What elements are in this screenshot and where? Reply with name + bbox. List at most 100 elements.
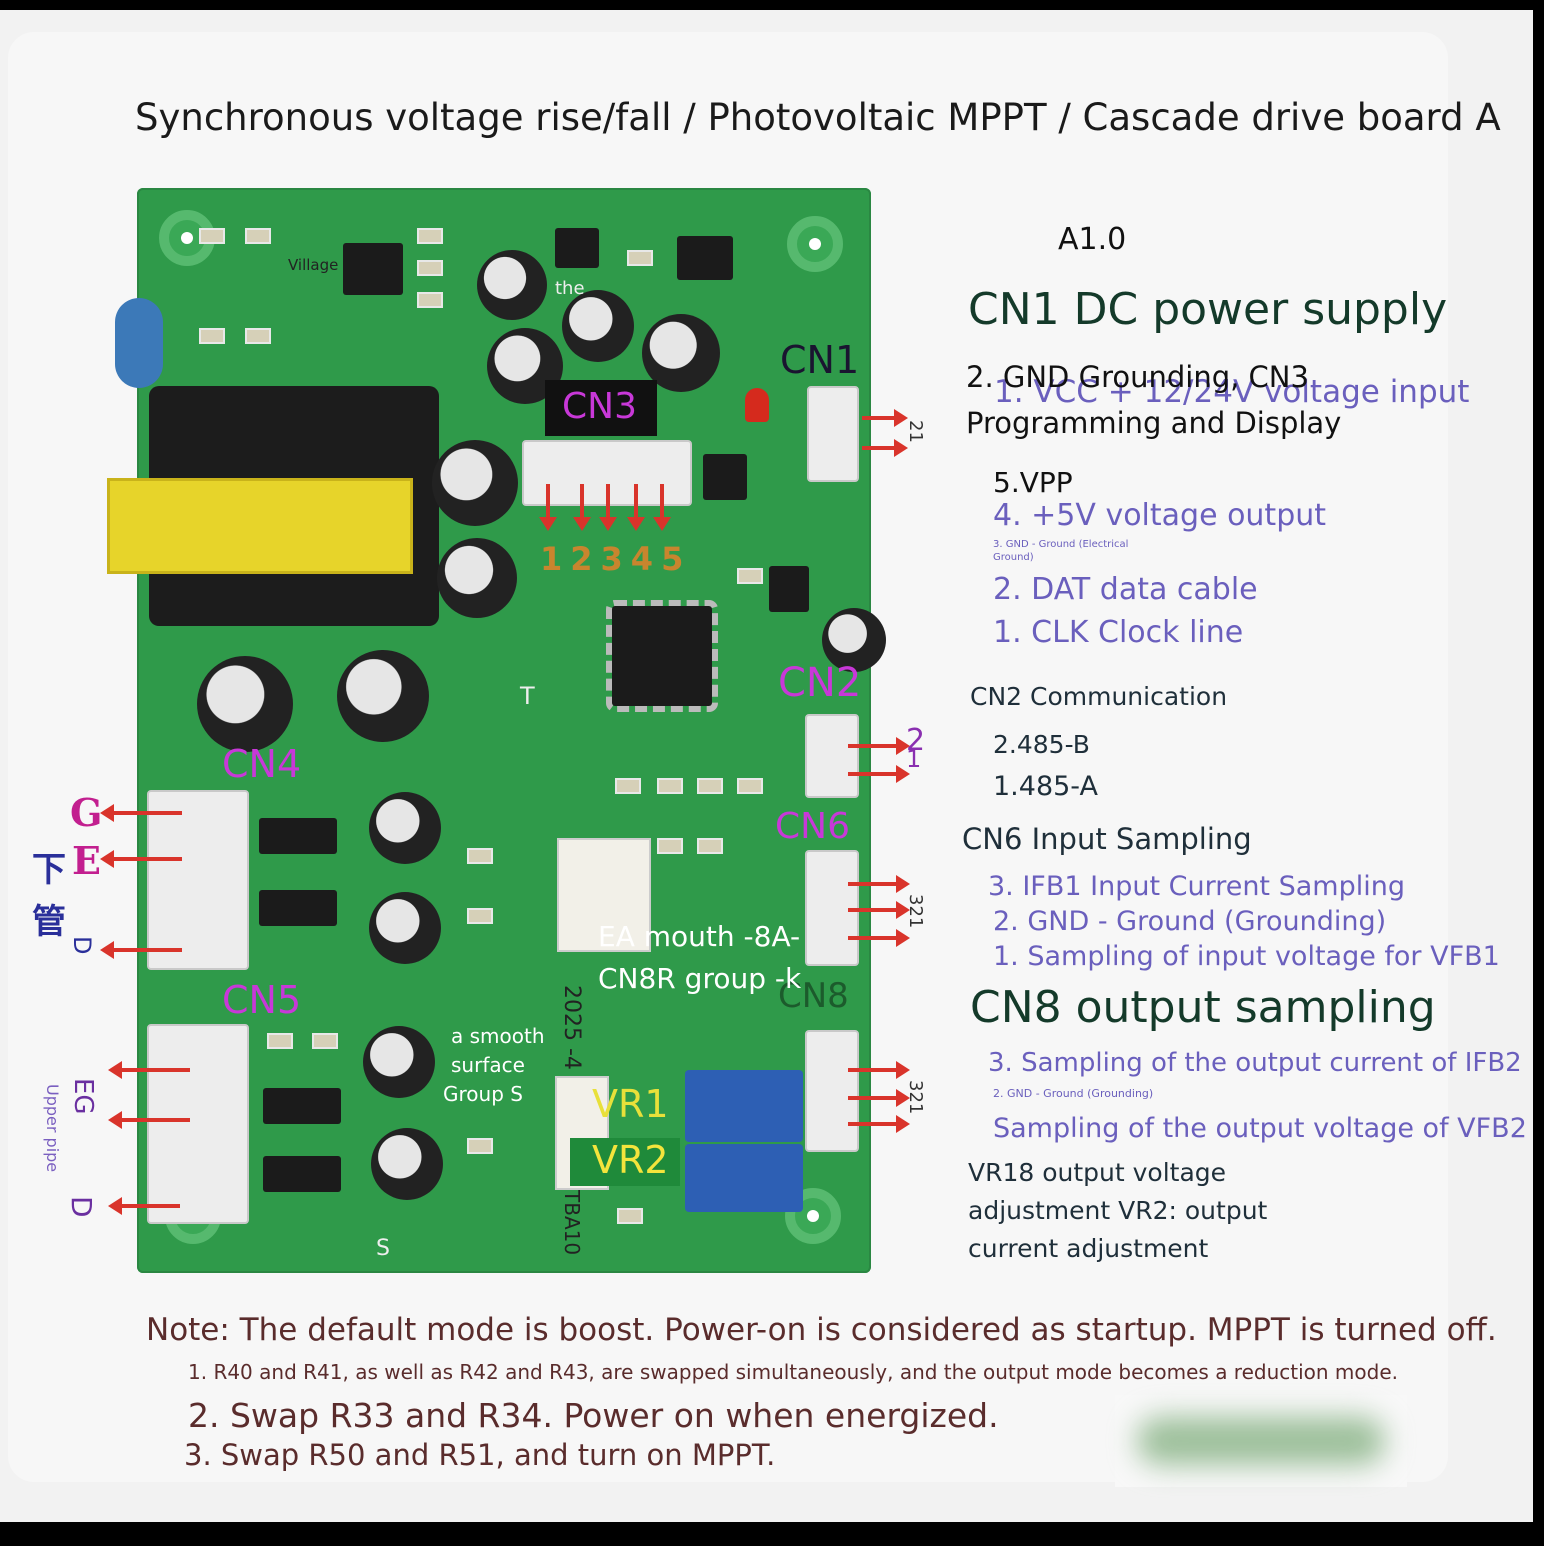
resistor bbox=[245, 328, 271, 344]
cn3-label-bg bbox=[545, 380, 657, 436]
transformer-core bbox=[107, 478, 413, 574]
arrow-icon bbox=[599, 484, 617, 531]
arrow-icon bbox=[848, 1115, 910, 1133]
cn2-pin2: 2.485-B bbox=[993, 730, 1090, 759]
resistor bbox=[467, 908, 493, 924]
arrow-icon bbox=[100, 804, 182, 822]
mosfet bbox=[263, 1156, 341, 1192]
resistor bbox=[657, 838, 683, 854]
arrow-icon bbox=[627, 484, 645, 531]
cn6-pin3: 3. IFB1 Input Current Sampling bbox=[988, 871, 1405, 902]
vr2-label-bg bbox=[570, 1138, 680, 1186]
cn3-pin-numbers: 12345 bbox=[540, 540, 692, 578]
resistor bbox=[737, 778, 763, 794]
capacitor bbox=[371, 1128, 443, 1200]
arrow-icon bbox=[108, 1061, 190, 1079]
resistor bbox=[657, 778, 683, 794]
resistor bbox=[312, 1033, 338, 1049]
arrow-icon bbox=[848, 1089, 910, 1107]
cn1-pin-numbers: 21 bbox=[905, 420, 926, 443]
vr-line2: adjustment VR2: output bbox=[968, 1196, 1268, 1225]
board-text-the: the bbox=[555, 278, 585, 299]
potentiometer-vr1 bbox=[685, 1070, 803, 1142]
note-1: 1. R40 and R41, as well as R42 and R43, … bbox=[188, 1360, 1398, 1384]
board-text-smooth2: surface bbox=[451, 1053, 525, 1077]
cn3-heading: Programming and Display bbox=[966, 406, 1342, 440]
y-capacitor bbox=[115, 298, 163, 388]
arrow-icon bbox=[653, 484, 671, 531]
cn8-pin3: 3. Sampling of the output current of IFB… bbox=[988, 1048, 1522, 1078]
resistor bbox=[467, 848, 493, 864]
board-text-smooth3: Group S bbox=[443, 1082, 523, 1106]
board-text-village: Village bbox=[288, 256, 339, 274]
capacitor bbox=[369, 792, 441, 864]
led-indicator bbox=[745, 388, 769, 422]
capacitor bbox=[822, 608, 886, 672]
cn8-heading: CN8 output sampling bbox=[970, 982, 1436, 1033]
connector-cn1 bbox=[807, 386, 859, 482]
capacitor bbox=[369, 892, 441, 964]
pin-label-d-upper: D bbox=[65, 1196, 98, 1218]
resistor bbox=[417, 228, 443, 244]
mount-hole-icon bbox=[787, 216, 843, 272]
capacitor bbox=[437, 538, 517, 618]
vr1-label: VR1 bbox=[592, 1082, 669, 1126]
cn2-heading: CN2 Communication bbox=[970, 682, 1228, 711]
cn4-label: CN4 bbox=[222, 742, 302, 786]
cn1-gnd-line: 2. GND Grounding, CN3 bbox=[966, 360, 1309, 394]
capacitor bbox=[477, 250, 547, 320]
panel: Synchronous voltage rise/fall / Photovol… bbox=[0, 10, 1533, 1522]
board-text-smooth1: a smooth bbox=[451, 1024, 545, 1048]
arrow-icon bbox=[100, 850, 182, 868]
cn3-pin5: 5.VPP bbox=[993, 466, 1073, 499]
capacitor bbox=[562, 290, 634, 362]
cn6-pin1: 1. Sampling of input voltage for VFB1 bbox=[993, 941, 1500, 972]
mosfet bbox=[263, 1088, 341, 1124]
resistor bbox=[245, 228, 271, 244]
cn3-pin4: 4. +5V voltage output bbox=[993, 498, 1327, 533]
arrow-icon bbox=[862, 409, 908, 427]
vr-line3: current adjustment bbox=[968, 1234, 1209, 1263]
resistor bbox=[467, 1138, 493, 1154]
pin-label-e: E bbox=[72, 838, 101, 883]
pin-label-d-lower: D bbox=[68, 936, 96, 955]
note-main: Note: The default mode is boost. Power-o… bbox=[146, 1312, 1497, 1348]
resistor bbox=[417, 292, 443, 308]
cn3-pin2: 2. DAT data cable bbox=[993, 572, 1258, 607]
board-text-cn8r: CN8R group -k bbox=[598, 962, 802, 995]
cn1-label: CN1 bbox=[780, 338, 860, 382]
cn1-vcc-line: 1. VCC + 12/24V voltage input bbox=[994, 374, 1470, 410]
capacitor bbox=[642, 314, 720, 392]
upper-pipe-label: Upper pipe bbox=[43, 1084, 62, 1173]
arrow-icon bbox=[848, 737, 910, 755]
resistor bbox=[697, 838, 723, 854]
blurred-logo bbox=[1115, 1395, 1407, 1487]
vr2-label: VR2 bbox=[592, 1138, 669, 1182]
cn8-pin2: 2. GND - Ground (Grounding) bbox=[993, 1087, 1154, 1100]
cn2-pin1: 1.485-A bbox=[993, 771, 1098, 802]
potentiometer-vr2 bbox=[685, 1144, 803, 1212]
mosfet bbox=[259, 818, 337, 854]
capacitor bbox=[432, 440, 518, 526]
board-text-t: T bbox=[520, 682, 535, 710]
connector-cn2 bbox=[805, 714, 859, 798]
pin-label-xia: 下 bbox=[32, 850, 66, 890]
arrow-icon bbox=[848, 929, 910, 947]
arrow-icon bbox=[108, 1197, 180, 1215]
arrow-icon bbox=[108, 1111, 190, 1129]
cn8-label: CN8 bbox=[778, 976, 849, 1016]
vr-line1: VR18 output voltage bbox=[968, 1158, 1227, 1187]
arrow-icon bbox=[848, 1061, 910, 1079]
arrow-icon bbox=[862, 439, 908, 457]
pin-label-g: G bbox=[70, 790, 103, 835]
capacitor bbox=[363, 1026, 435, 1098]
arrow-icon bbox=[100, 941, 182, 959]
resistor bbox=[199, 328, 225, 344]
optocoupler bbox=[557, 838, 651, 952]
cn6-label: CN6 bbox=[775, 806, 850, 847]
mosfet bbox=[703, 454, 747, 500]
connector-cn4 bbox=[147, 790, 249, 970]
cn2-label: CN2 bbox=[778, 660, 862, 706]
board-text-date: 2025 -4 bbox=[559, 985, 584, 1070]
note-3: 3. Swap R50 and R51, and turn on MPPT. bbox=[184, 1438, 776, 1472]
